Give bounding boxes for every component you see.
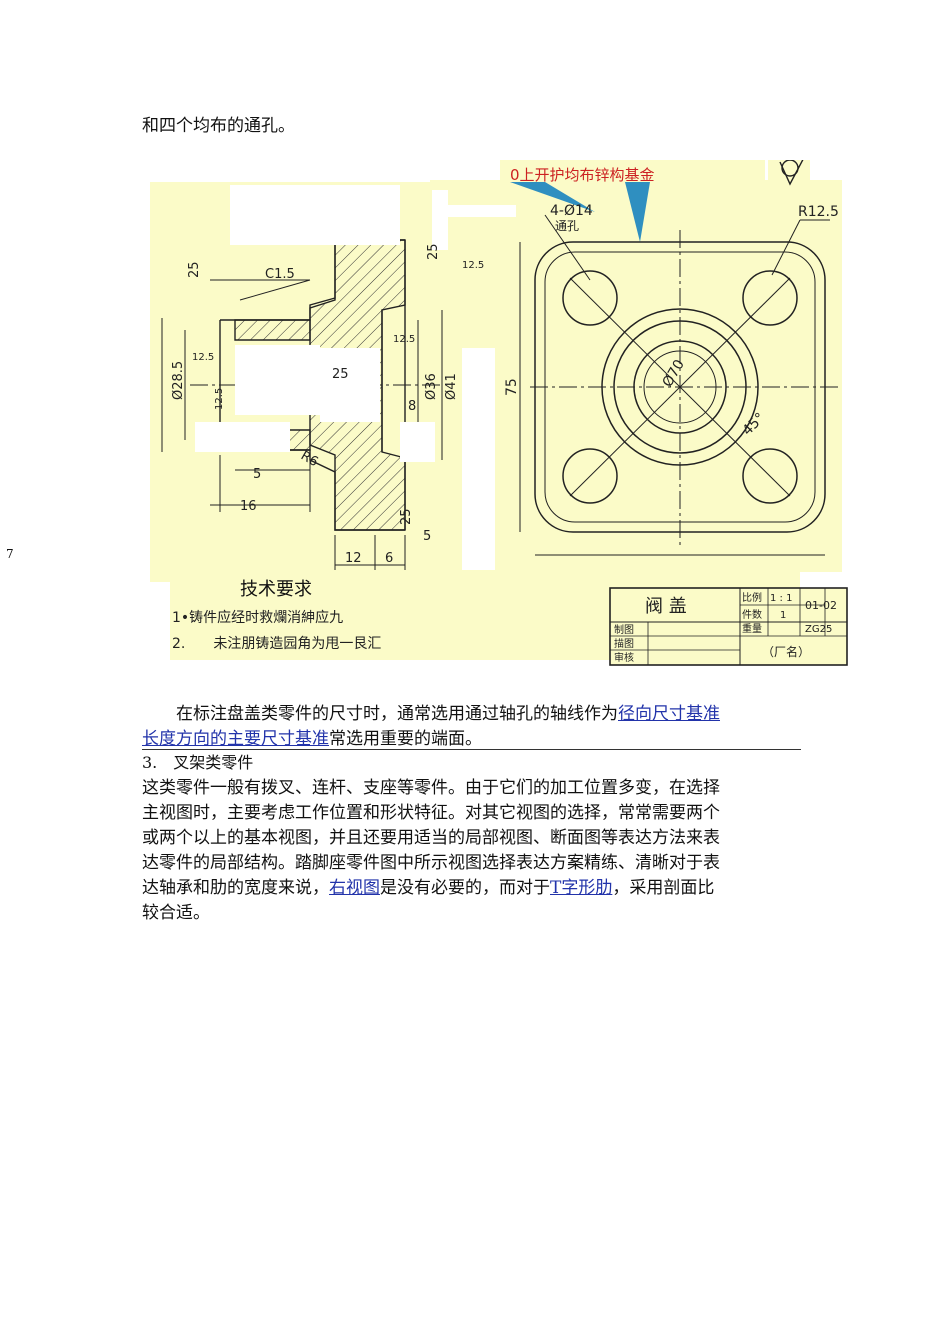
dim-holes-note: 通孔: [555, 219, 579, 233]
title-block: [609, 587, 848, 666]
divider-rule: [142, 749, 801, 750]
valve-cover-drawing: 0上开护均布锌构基金: [150, 160, 848, 666]
rough-125b: 12.5: [192, 352, 214, 363]
tb-qty-label: 件数: [742, 608, 762, 621]
dim-d36: Ø36: [424, 373, 439, 400]
tb-material-label: 重量: [742, 622, 762, 635]
tech-title: 技术要求: [240, 579, 312, 600]
link-radial-datum[interactable]: 径向尺寸基准: [618, 704, 720, 724]
rough-25b: 25: [332, 367, 349, 382]
mask-3: [195, 422, 290, 452]
dim-8: 8: [408, 399, 416, 414]
rough-125d: 12.5: [214, 388, 225, 410]
rough-25d: 25: [426, 243, 441, 260]
mask-5: [400, 422, 435, 462]
callout-leader-left: [510, 182, 595, 212]
callout-leader-right: [625, 182, 650, 242]
rough-25a: 25: [187, 261, 202, 278]
rough-125c: 12.5: [393, 334, 415, 345]
dim-5b: 5: [423, 529, 431, 544]
tb-checked: 描图: [614, 637, 634, 650]
body-line-3: 或两个以上的基本视图，并且还要用适当的局部视图、断面图等表达方法来表: [142, 828, 720, 848]
rough-125a: 12.5: [462, 260, 484, 271]
callout-text: 0上开护均布锌构基金: [510, 166, 655, 184]
body-line-1: 这类零件一般有拨叉、连杆、支座等零件。由于它们的加工位置多变，在选择: [142, 778, 720, 798]
body-line-5: 达轴承和肋的宽度来说，右视图是没有必要的，而对于T字形肋，采用剖面比: [142, 876, 714, 901]
dim-d28: Ø28.5: [171, 361, 186, 400]
tb-scale-label: 比例: [742, 591, 762, 604]
dim-5a: 5: [253, 467, 261, 482]
mask-4: [320, 348, 380, 422]
surface-symbol-icon: [779, 160, 804, 186]
dim-chamfer: C1.5: [265, 267, 295, 282]
side-mark: 7: [6, 547, 14, 561]
tb-name: 阀 盖: [645, 596, 687, 617]
mask-6: [432, 190, 448, 250]
dim-12: 12: [345, 551, 362, 566]
tb-code: 01-02: [805, 599, 837, 612]
tech-req-2: 2. 未注朋铸造园角为甩一艮汇: [172, 636, 381, 652]
tb-factory: （厂名）: [762, 644, 810, 659]
body-text-b: 是没有必要的，而对于: [380, 878, 550, 898]
intro-line: 和四个均布的通孔。: [142, 116, 295, 136]
dim-holes: 4-Ø14: [550, 203, 593, 219]
tech-req-1: 1•铸件应经时救爛消紳应九: [172, 609, 343, 626]
tb-qty-value: 1: [780, 610, 786, 621]
tb-drawn: 制图: [614, 623, 634, 636]
tb-approved: 审核: [614, 651, 634, 664]
para1-line2: 长度方向的主要尺寸基准常选用重要的端面。: [142, 727, 482, 752]
link-length-datum[interactable]: 长度方向的主要尺寸基准: [142, 729, 329, 749]
body-text-a: 达轴承和肋的宽度来说，: [142, 878, 329, 898]
mask-7: [462, 348, 495, 570]
body-text-c: ，采用剖面比: [612, 878, 715, 898]
link-t-rib[interactable]: T字形肋: [550, 878, 613, 898]
front-view: [519, 214, 840, 556]
mask-1: [230, 185, 400, 245]
callout-strip: [500, 160, 765, 182]
link-right-view[interactable]: 右视图: [329, 878, 380, 898]
mask-2: [235, 345, 320, 415]
para1-line1: 在标注盘盖类零件的尺寸时，通常选用通过轴孔的轴线作为径向尺寸基准: [176, 702, 720, 727]
body-line-4: 达零件的局部结构。踏脚座零件图中所示视图选择表达方案精练、清晰对于表: [142, 853, 720, 873]
para1-text-b: 常选用重要的端面。: [329, 729, 482, 749]
mask-8: [434, 205, 516, 217]
dim-16: 16: [240, 499, 257, 514]
body-line-6: 较合适。: [142, 903, 210, 923]
dim-6: 6: [385, 551, 393, 566]
tb-scale-value: 1 : 1: [770, 593, 792, 604]
tb-material: ZG25: [805, 624, 832, 635]
dim-h75: 75: [504, 378, 520, 396]
body-line-2: 主视图时，主要考虑工作位置和形状特征。对其它视图的选择，常常需要两个: [142, 803, 720, 823]
para1-text-a: 在标注盘盖类零件的尺寸时，通常选用通过轴孔的轴线作为: [176, 704, 618, 724]
rough-25c: 25: [399, 508, 414, 525]
dim-d41: Ø41: [444, 373, 459, 400]
symbol-box: [768, 160, 810, 182]
dim-radius: R12.5: [798, 204, 839, 220]
section-heading: 3. 叉架类零件: [142, 753, 254, 772]
dim-r6: R6: [298, 448, 320, 470]
